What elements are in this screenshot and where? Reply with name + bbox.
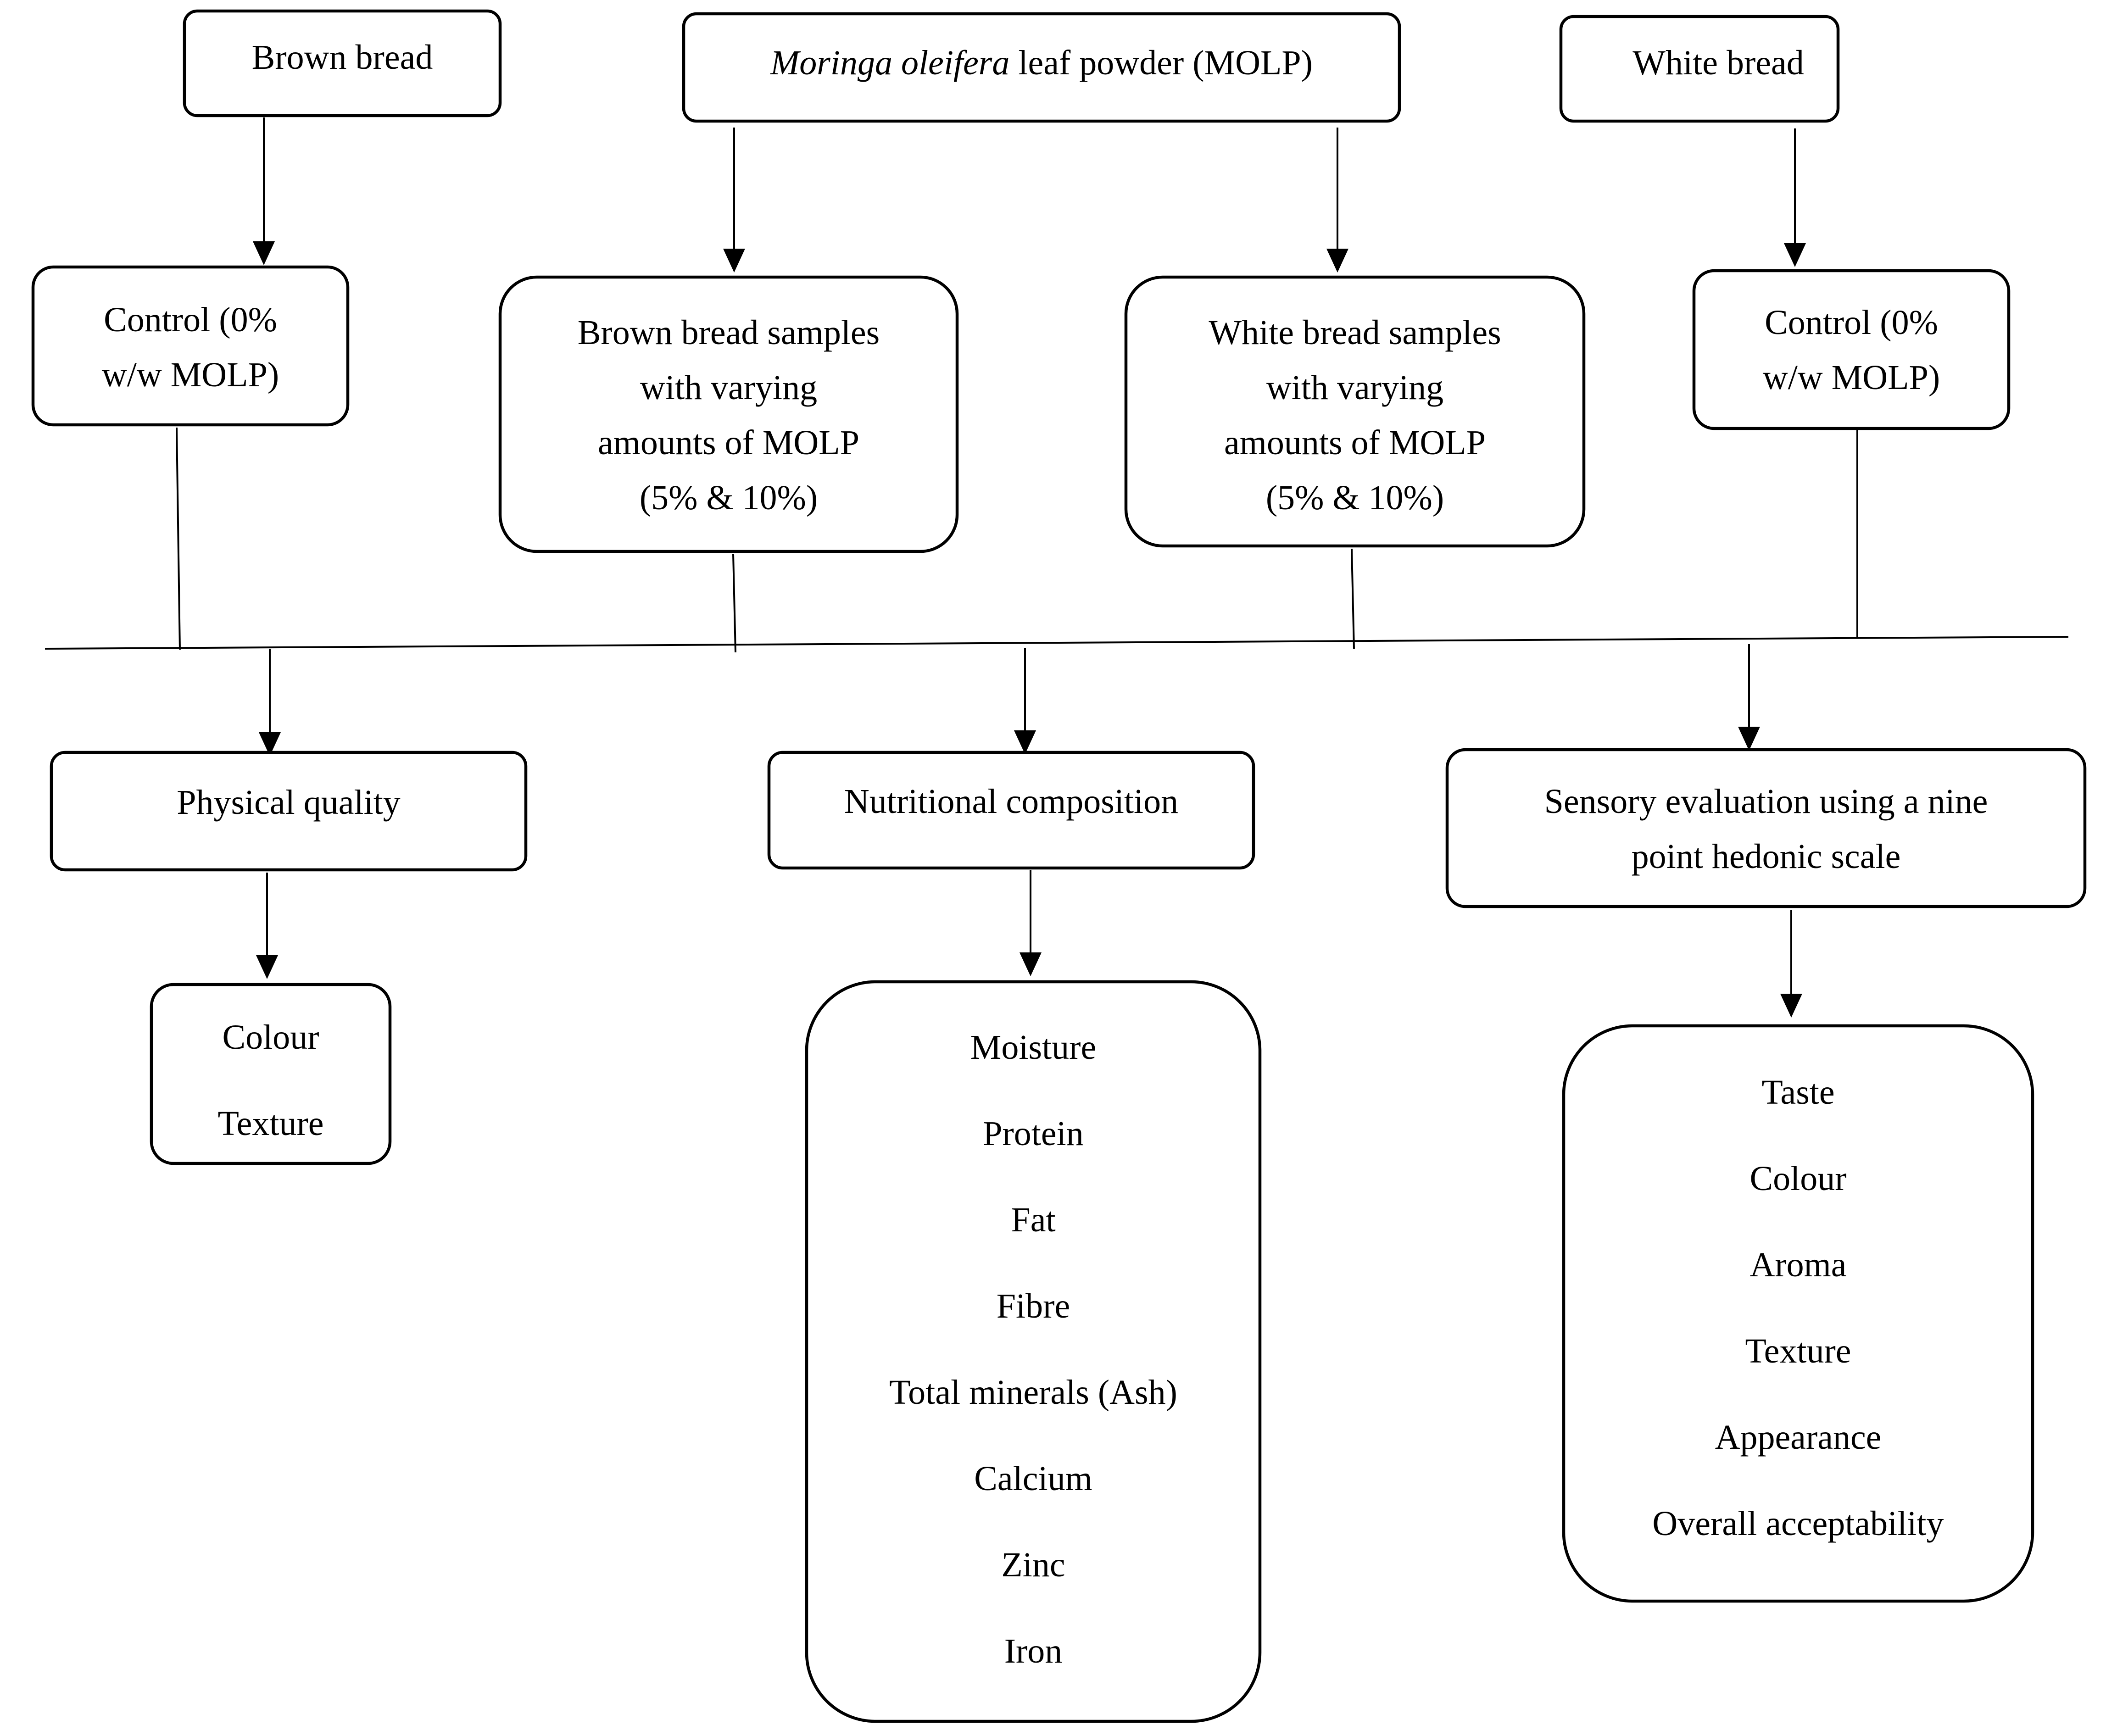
sensory-item-2: Colour [1749,1159,1846,1198]
molp-label-rest: leaf powder (MOLP) [1009,44,1313,82]
arrow-white-to-control [1784,128,1806,267]
white-samples-line-3: amounts of MOLP [1224,423,1486,462]
white-control-box: Control (0% w/w MOLP) [1692,269,2011,430]
physical-items-box: Colour Texture [150,983,392,1165]
nutritional-composition-box: Nutritional composition [767,751,1255,870]
nutritional-item-8: Iron [1004,1632,1063,1670]
white-bread-label: White bread [1632,44,1804,82]
physical-item-2: Texture [217,1104,323,1143]
nutritional-item-2: Protein [983,1114,1084,1153]
white-control-line-2: w/w MOLP) [1763,358,1940,397]
sensory-evaluation-line-2: point hedonic scale [1632,837,1901,876]
brown-samples-line-2: with varying [640,368,817,407]
physical-item-1: Colour [222,1018,319,1057]
brown-control-box: Control (0% w/w MOLP) [31,265,350,427]
arrow-bus-to-nutritional [1014,648,1036,754]
brown-bread-box: Brown bread [183,9,502,117]
nutritional-item-1: Moisture [970,1028,1096,1067]
sensory-evaluation-line-1: Sensory evaluation using a nine [1544,782,1988,821]
arrow-brown-to-control [253,117,275,265]
horizontal-bus [45,636,2069,650]
nutritional-items-box: Moisture Protein Fat Fibre Total mineral… [805,980,1262,1723]
nutritional-item-4: Fibre [997,1287,1070,1325]
brown-control-line-2: w/w MOLP) [102,356,279,394]
arrow-molp-to-white-samples [1326,128,1348,273]
white-samples-line-4: (5% & 10%) [1266,479,1444,517]
brown-samples-line-1: Brown bread samples [578,313,880,352]
nutritional-item-7: Zinc [1001,1546,1065,1584]
bus-connectors [176,427,1858,653]
brown-samples-box: Brown bread samples with varying amounts… [498,275,959,553]
molp-label-italic: Moringa oleifera [770,44,1009,82]
arrow-nutritional-to-list [1020,870,1042,976]
nutritional-item-6: Calcium [974,1459,1092,1498]
molp-box: Moringa oleifera leaf powder (MOLP) [682,12,1401,123]
arrow-molp-to-brown-samples [723,128,745,273]
sensory-item-3: Aroma [1749,1246,1846,1284]
brown-samples-line-4: (5% & 10%) [640,479,818,517]
molp-label: Moringa oleifera leaf powder (MOLP) [770,44,1313,82]
sensory-item-1: Taste [1761,1073,1834,1112]
nutritional-item-5: Total minerals (Ash) [889,1373,1177,1412]
brown-control-line-1: Control (0% [104,300,277,339]
arrow-physical-to-list [256,873,278,979]
brown-bread-label: Brown bread [252,38,433,77]
white-control-line-1: Control (0% [1765,303,1938,342]
sensory-items-box: Taste Colour Aroma Texture Appearance Ov… [1562,1024,2034,1603]
arrow-bus-to-sensory [1738,644,1760,751]
white-samples-line-2: with varying [1266,368,1443,407]
physical-quality-label: Physical quality [177,783,401,822]
sensory-item-4: Texture [1745,1332,1851,1370]
white-samples-line-1: White bread samples [1209,313,1501,352]
brown-samples-line-3: amounts of MOLP [598,423,859,462]
nutritional-composition-label: Nutritional composition [844,782,1178,821]
arrow-bus-to-physical [259,649,281,756]
physical-quality-box: Physical quality [50,751,528,872]
sensory-item-5: Appearance [1715,1418,1882,1457]
white-samples-box: White bread samples with varying amounts… [1124,275,1586,548]
sensory-evaluation-box: Sensory evaluation using a nine point he… [1445,748,2087,908]
sensory-item-6: Overall acceptability [1652,1504,1944,1543]
arrow-sensory-to-list [1780,910,1802,1018]
nutritional-item-3: Fat [1011,1201,1055,1239]
white-bread-box: White bread [1559,15,1840,123]
